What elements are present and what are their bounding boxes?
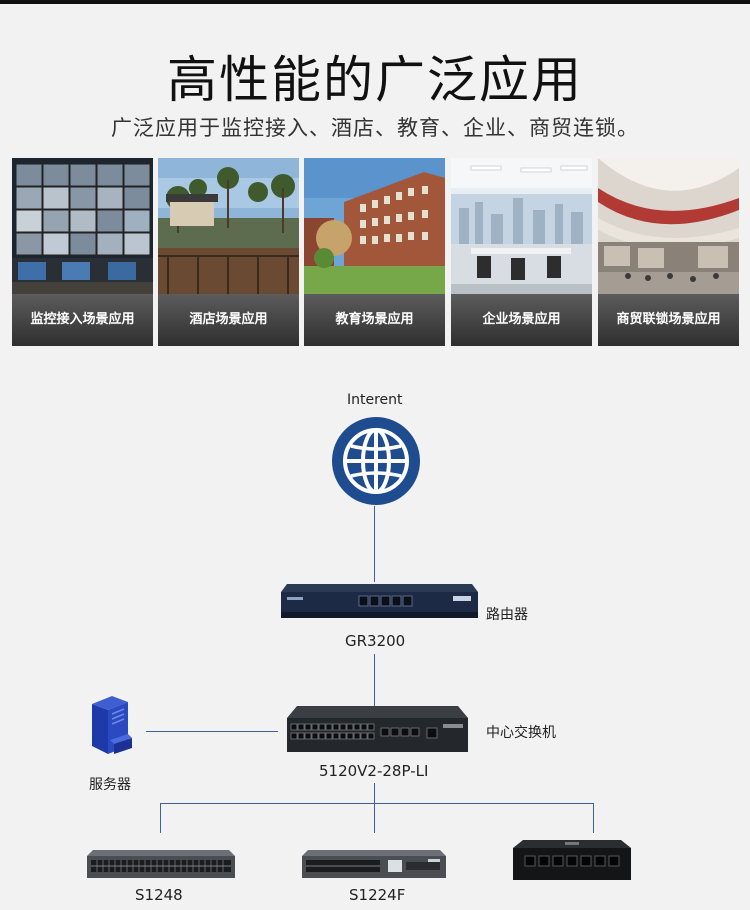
router-role-label: 路由器: [486, 607, 528, 623]
scenario-tile-hotel: 酒店场景应用: [158, 158, 299, 346]
surveillance-room-photo: [12, 158, 153, 294]
internet-label: Interent: [347, 392, 403, 408]
scenario-gallery: 监控接入场景应用 酒店场景应用: [12, 158, 740, 346]
mall-photo: [598, 158, 739, 294]
scenario-tile-retail: 商贸联锁场景应用: [598, 158, 739, 346]
school-building-photo: [304, 158, 445, 294]
link-bus-desktop-switch: [593, 803, 594, 833]
core-switch-device: [287, 706, 468, 752]
link-bus-s1224f: [374, 803, 375, 833]
page-title: 高性能的广泛应用: [167, 51, 583, 109]
access-switch-s1224f: [302, 850, 446, 878]
router-model-label: GR3200: [345, 632, 406, 650]
link-switch-bus: [374, 783, 375, 803]
top-border: [0, 0, 750, 4]
scenario-caption: 酒店场景应用: [158, 294, 299, 346]
access-switch-desktop: [513, 840, 631, 880]
s1248-model-label: S1248: [135, 886, 183, 904]
office-photo: [451, 158, 592, 294]
hotel-photo: [158, 158, 299, 294]
scenario-tile-education: 教育场景应用: [304, 158, 445, 346]
server-icon: [92, 696, 132, 754]
scenario-caption: 监控接入场景应用: [12, 294, 153, 346]
scenario-caption: 商贸联锁场景应用: [598, 294, 739, 346]
link-bus-s1248: [160, 803, 161, 833]
page-subtitle: 广泛应用于监控接入、酒店、教育、企业、商贸连锁。: [111, 116, 639, 140]
scenario-caption: 教育场景应用: [304, 294, 445, 346]
scenario-caption: 企业场景应用: [451, 294, 592, 346]
core-switch-model-label: 5120V2-28P-LI: [319, 762, 429, 780]
server-role-label: 服务器: [89, 777, 131, 793]
link-server-switch: [146, 731, 278, 732]
scenario-tile-enterprise: 企业场景应用: [451, 158, 592, 346]
link-router-switch: [374, 654, 375, 706]
router-device: [281, 584, 478, 618]
core-switch-role-label: 中心交换机: [486, 725, 556, 741]
link-internet-router: [374, 506, 375, 582]
globe-icon: [332, 417, 420, 505]
access-bus: [160, 803, 594, 804]
scenario-tile-surveillance: 监控接入场景应用: [12, 158, 153, 346]
access-switch-s1248: [87, 850, 235, 878]
s1224f-model-label: S1224F: [349, 886, 406, 904]
